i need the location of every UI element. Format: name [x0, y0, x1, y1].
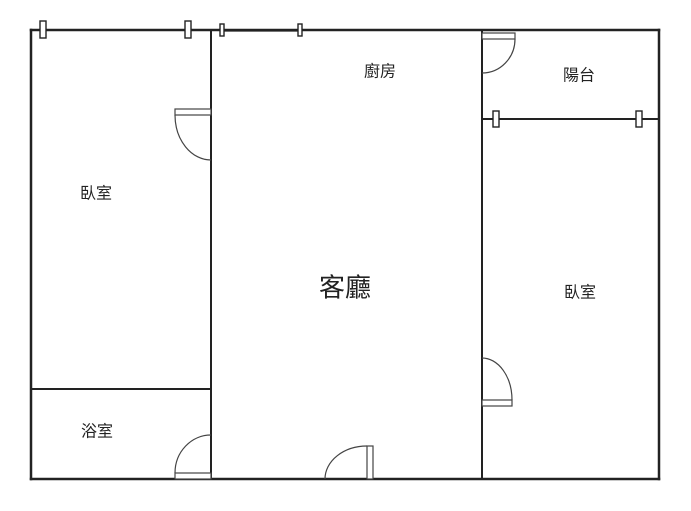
room-label-bedroom-right: 臥室 [564, 283, 596, 302]
window-post [39, 20, 47, 39]
door-leaf [481, 32, 516, 40]
room-label-living-room: 客廳 [319, 274, 371, 304]
window-balcony [492, 110, 643, 128]
window-post [184, 20, 192, 39]
window-post [219, 23, 225, 37]
window-left-bedroom [39, 20, 192, 39]
room-label-kitchen: 廚房 [364, 62, 396, 81]
door-balcony [481, 32, 516, 74]
door-swing-arc [324, 445, 368, 480]
windows [39, 20, 643, 128]
doors [174, 32, 516, 480]
room-labels: 廚房 陽台 臥室 客廳 臥室 浴室 [80, 62, 596, 441]
door-swing-arc [481, 357, 513, 401]
door-swing-arc [174, 114, 212, 161]
door-leaf [174, 108, 212, 116]
door-entrance [324, 445, 374, 480]
door-left-bedroom [174, 108, 212, 161]
room-label-bathroom: 浴室 [81, 422, 113, 441]
door-leaf [366, 445, 374, 480]
window-post [492, 110, 500, 128]
door-swing-arc [174, 434, 212, 474]
door-leaf [481, 399, 513, 407]
door-swing-arc [481, 38, 516, 74]
door-leaf [174, 472, 212, 480]
window-kitchen [219, 23, 303, 37]
door-bathroom [174, 434, 212, 480]
door-right-bedroom [481, 357, 513, 407]
window-post [297, 23, 303, 37]
window-post [635, 110, 643, 128]
room-label-bedroom-left: 臥室 [80, 184, 112, 203]
room-label-balcony: 陽台 [563, 66, 595, 85]
outer-walls [29, 28, 661, 481]
interior-walls [31, 30, 659, 479]
